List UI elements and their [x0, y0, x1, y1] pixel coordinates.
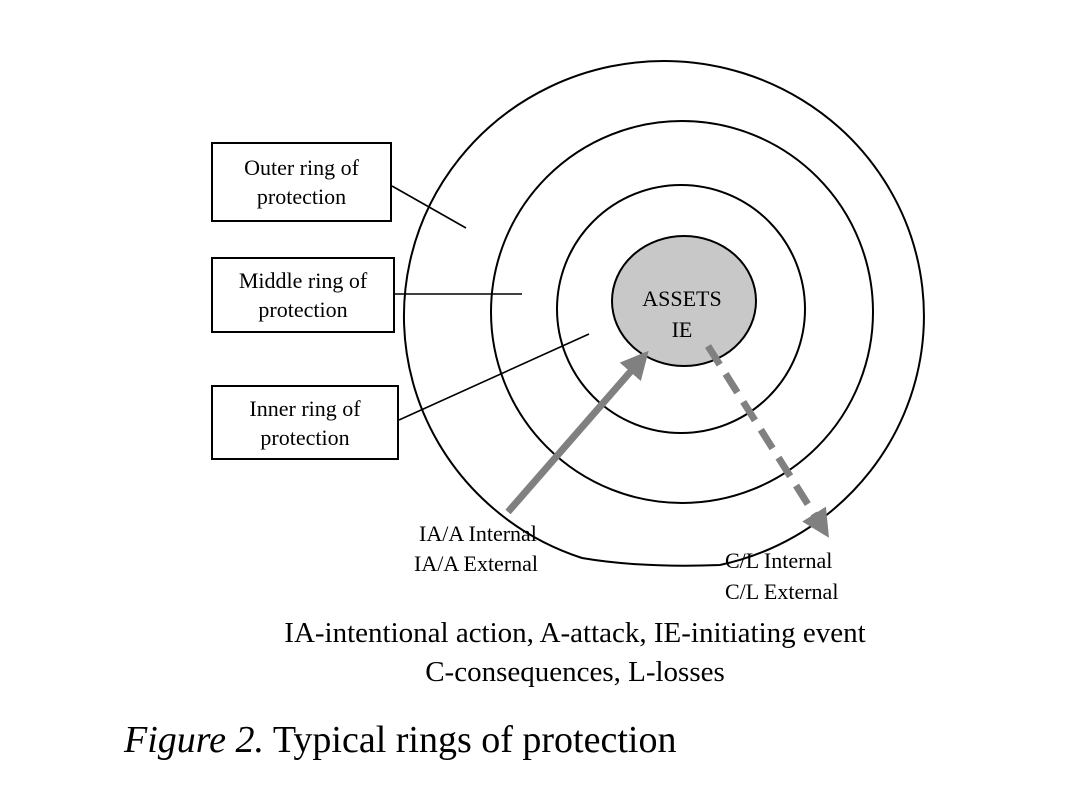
outer-ring-box: Outer ring of protection	[211, 142, 392, 222]
inner-ring	[556, 184, 806, 434]
middle-ring-label: Middle ring of protection	[238, 268, 368, 322]
outer-ring	[402, 59, 925, 567]
inner-ring-label: Inner ring of protection	[249, 395, 361, 450]
attack-label-internal: IA/A Internal	[419, 521, 537, 546]
inner-leader-line	[398, 333, 590, 421]
caption-label: Figure 2.	[124, 719, 265, 761]
middle-ring	[490, 120, 874, 504]
consequence-label-internal: C/L Internal	[725, 548, 833, 573]
legend-line-1: IA-intentional action, A-attack, IE-init…	[284, 617, 866, 649]
caption-text: Typical rings of protection	[272, 719, 677, 761]
outer-leader-line	[391, 185, 467, 229]
consequence-label-external: C/L External	[725, 579, 839, 604]
outer-ring-label: Outer ring of protection	[244, 155, 359, 209]
assets-label: ASSETS IE	[622, 283, 742, 345]
legend-line-2: C-consequences, L-losses	[425, 656, 725, 688]
attack-arrow	[505, 350, 649, 515]
ie-text: IE	[671, 317, 693, 342]
consequence-arrow	[705, 344, 829, 538]
assets-core	[611, 235, 757, 367]
assets-text: ASSETS	[642, 286, 722, 311]
inner-ring-box: Inner ring of protection	[211, 385, 399, 460]
middle-ring-box: Middle ring of protection	[211, 257, 395, 333]
figure-caption: Figure 2. Typical rings of protection	[124, 718, 676, 762]
attack-label-external: IA/A External	[414, 551, 539, 576]
